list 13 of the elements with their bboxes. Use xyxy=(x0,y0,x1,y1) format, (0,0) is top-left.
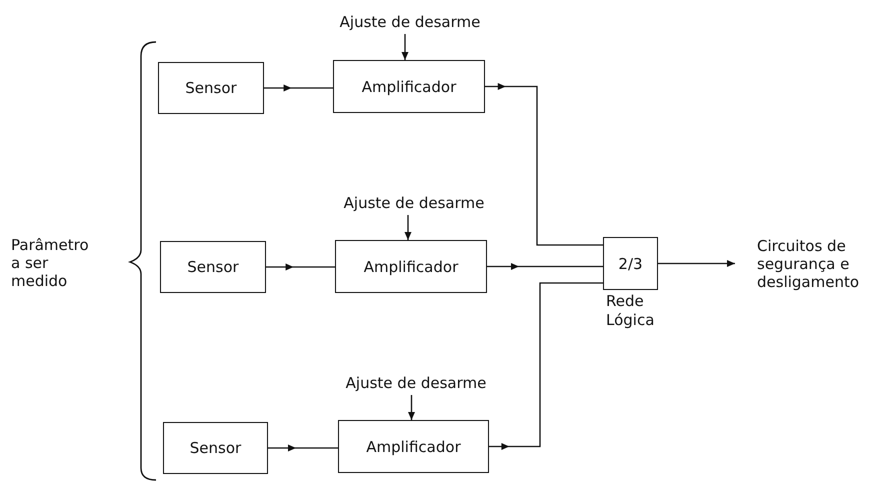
annotation-text: Ajuste de desarme xyxy=(341,373,491,393)
ratio-text: 2/3 xyxy=(618,254,643,272)
caption-text: Rede Lógica xyxy=(606,292,656,330)
process-box: Amplificador xyxy=(335,240,487,293)
parameter-label: Parâmetro a ser medido xyxy=(11,236,90,290)
process-box: Sensor xyxy=(163,422,268,474)
annotation-text: Ajuste de desarme xyxy=(335,12,485,32)
output-text: Circuitos de segurança e desligamento xyxy=(757,233,892,295)
process-box: Sensor xyxy=(158,62,264,114)
process-box: Amplificador xyxy=(338,420,489,473)
process-box: Amplificador xyxy=(333,60,485,113)
process-box: Sensor xyxy=(160,241,266,293)
annotation-text: Ajuste de desarme xyxy=(339,193,489,213)
